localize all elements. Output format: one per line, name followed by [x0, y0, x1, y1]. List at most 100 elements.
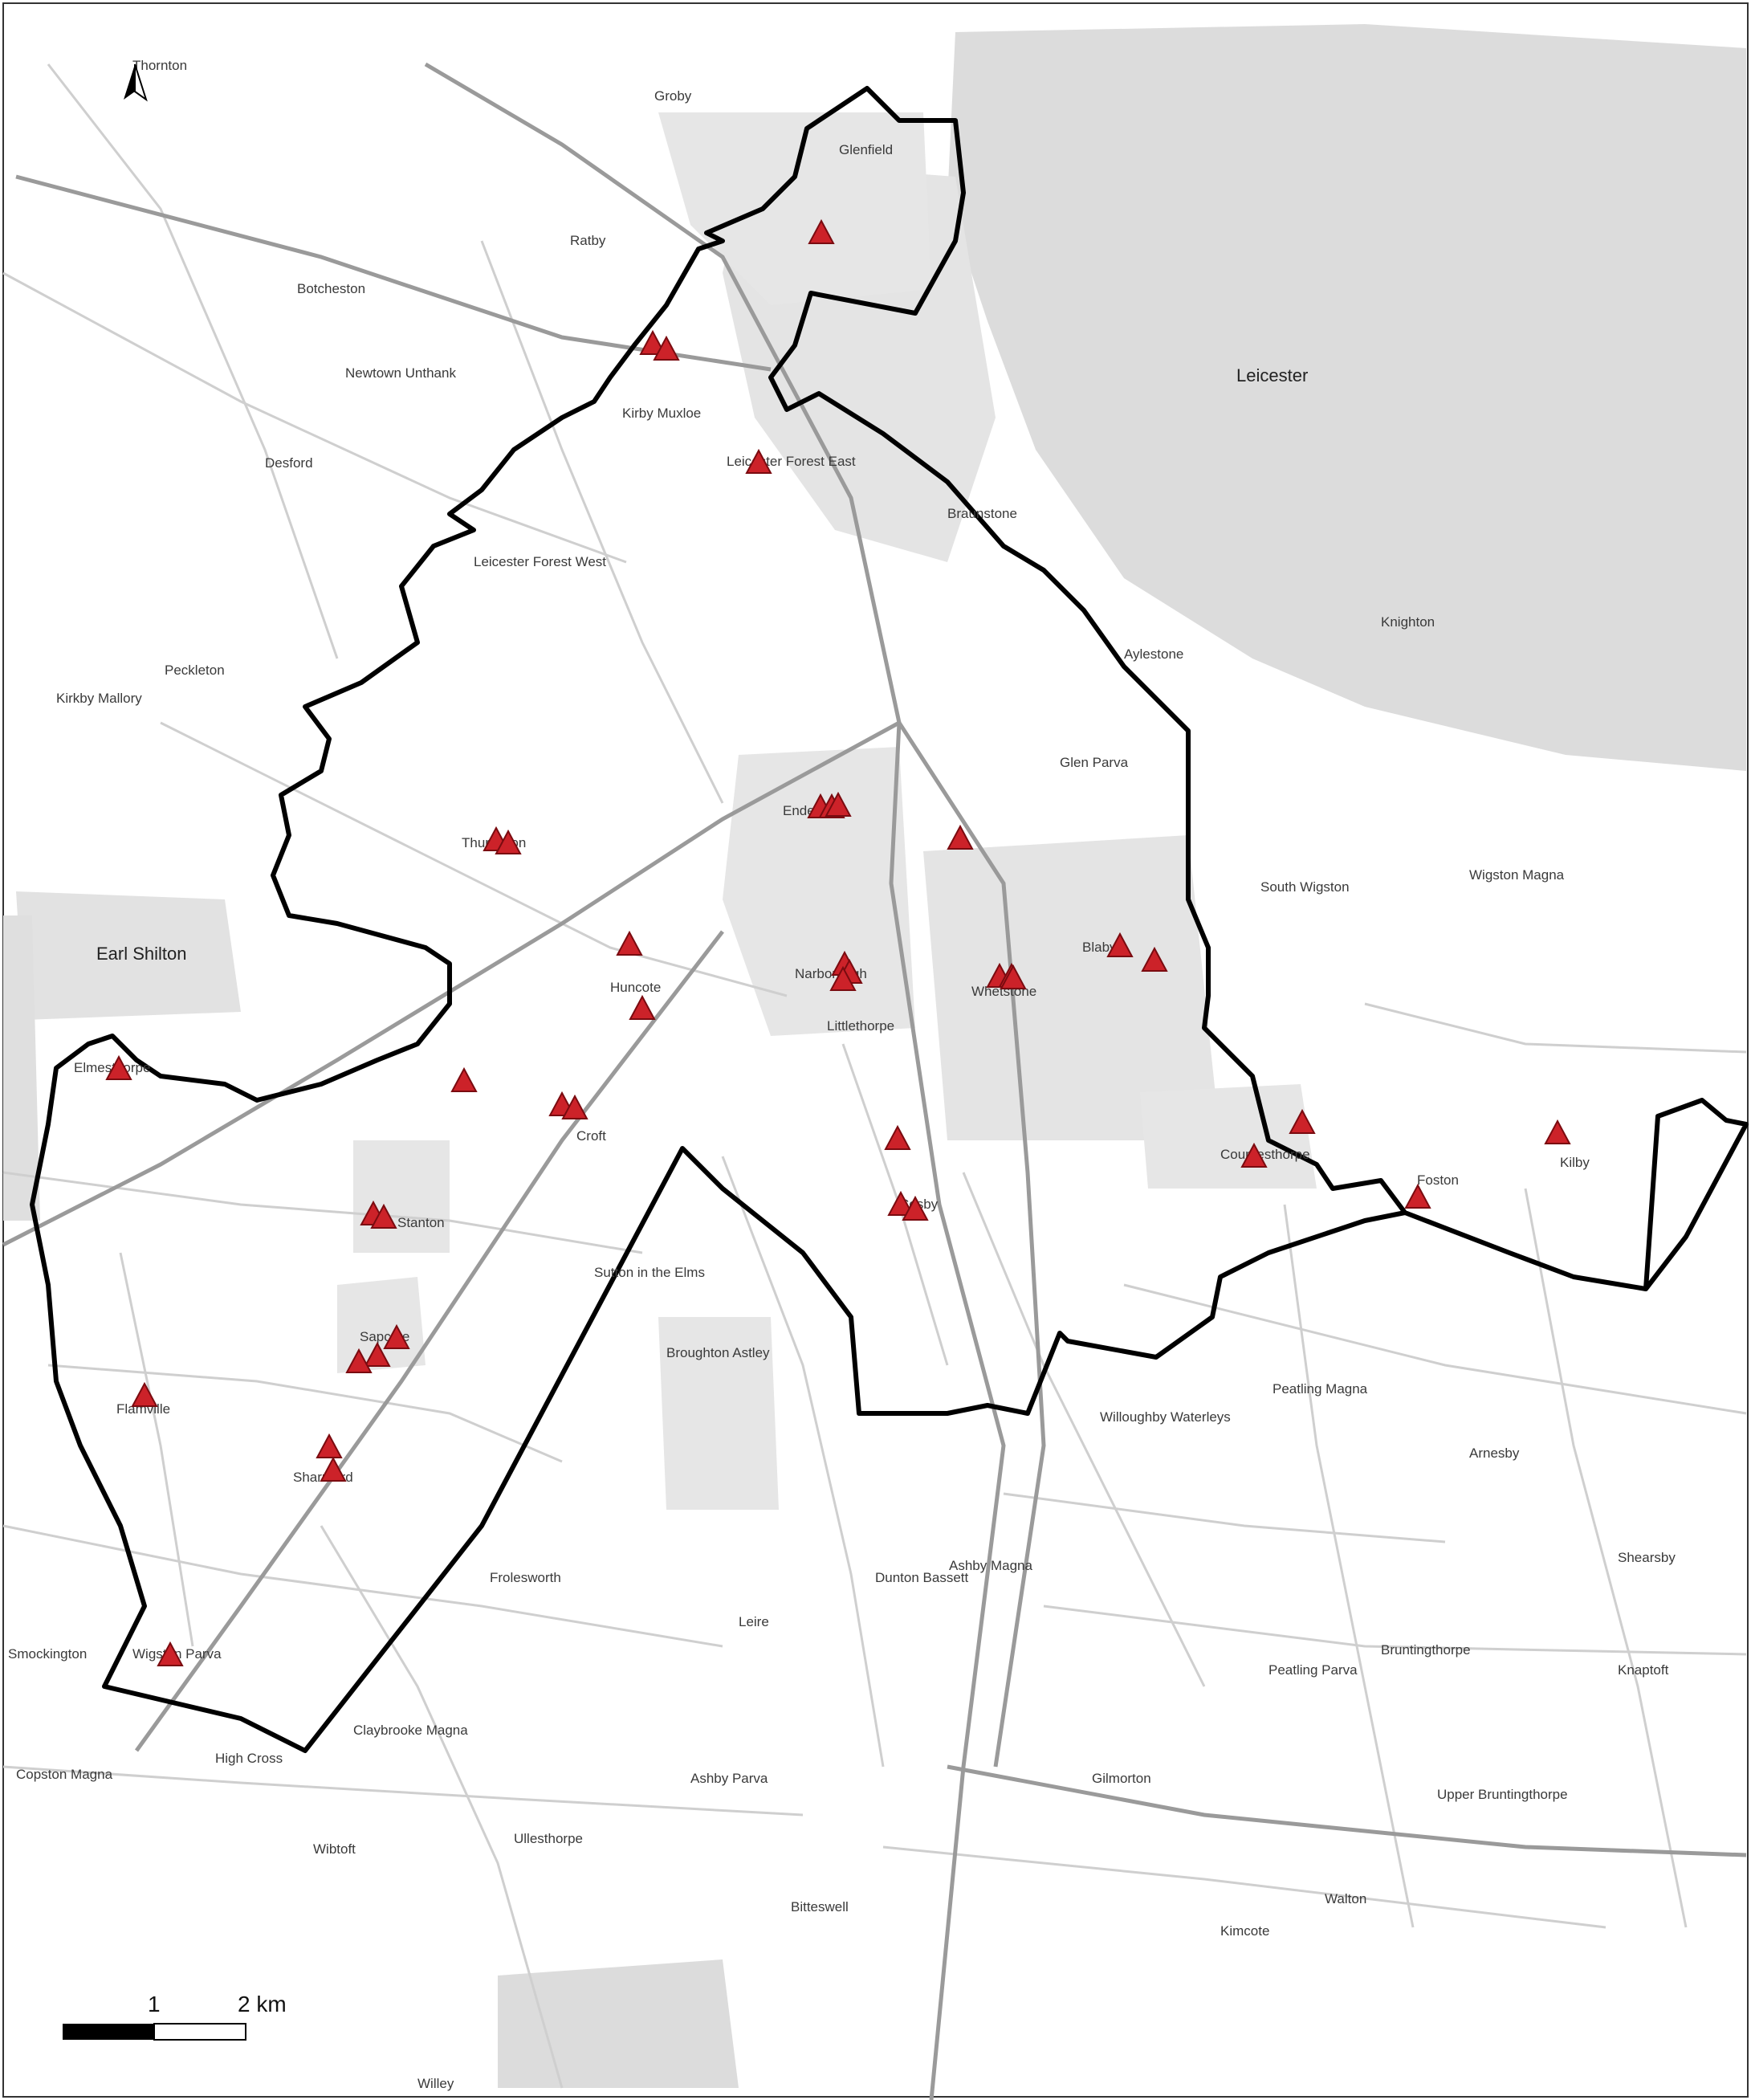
scale-bar-segment-filled: [63, 2024, 154, 2040]
label-arnesby: Arnesby: [1469, 1446, 1520, 1461]
site-markers: [105, 218, 1571, 1666]
label-bitteswell: Bitteswell: [791, 1899, 849, 1914]
label-glen-parva: Glen Parva: [1060, 755, 1129, 770]
label-leire: Leire: [739, 1614, 769, 1629]
place-labels: Leicester Earl Shilton Thornton Groby Gl…: [8, 58, 1676, 2091]
site-marker-icon: [616, 930, 643, 956]
label-huncote: Huncote: [610, 980, 661, 995]
site-marker-icon: [383, 1323, 410, 1349]
site-marker-icon: [1289, 1108, 1316, 1134]
label-ullesthorpe: Ullesthorpe: [514, 1831, 583, 1846]
site-marker-icon: [639, 329, 666, 355]
label-wigston-magna: Wigston Magna: [1469, 867, 1565, 883]
label-desford: Desford: [265, 455, 313, 471]
label-littlethorpe: Littlethorpe: [827, 1018, 894, 1034]
site-marker-icon: [887, 1190, 914, 1216]
scale-bar: 1 2 km: [63, 1992, 287, 2041]
site-marker-icon: [884, 1124, 911, 1150]
label-sutton-in-the-elms: Sutton in the Elms: [594, 1265, 705, 1280]
urban-groby-glenfield: [658, 112, 931, 305]
label-foston: Foston: [1417, 1172, 1459, 1188]
district-boundary: [30, 86, 1749, 1753]
label-walton: Walton: [1325, 1891, 1366, 1906]
urban-hinckley: [3, 915, 40, 1221]
label-knighton: Knighton: [1381, 614, 1435, 630]
site-marker-icon: [629, 994, 656, 1020]
label-upper-bruntingthorpe: Upper Bruntingthorpe: [1437, 1787, 1568, 1802]
site-marker-icon: [320, 1456, 347, 1482]
label-peatling-parva: Peatling Parva: [1268, 1662, 1358, 1678]
label-willoughby-waterleys: Willoughby Waterleys: [1100, 1409, 1231, 1425]
site-marker-icon: [947, 824, 974, 850]
site-marker-icon: [561, 1094, 588, 1119]
label-smockington: Smockington: [8, 1646, 87, 1662]
site-marker-icon: [653, 335, 680, 361]
label-frolesworth: Frolesworth: [490, 1570, 561, 1585]
label-earl-shilton: Earl Shilton: [96, 944, 187, 964]
label-thornton: Thornton: [132, 58, 187, 73]
m1-motorway: [424, 62, 1006, 2100]
site-marker-icon: [450, 1066, 478, 1092]
label-croft: Croft: [576, 1128, 606, 1144]
scale-bar-label-1: 1: [148, 1992, 161, 2016]
label-aylestone: Aylestone: [1124, 646, 1183, 662]
label-newtown-unthank: Newtown Unthank: [345, 365, 456, 381]
a5-road: [134, 930, 724, 1752]
label-braunstone: Braunstone: [947, 506, 1017, 521]
site-marker-icon: [902, 1195, 929, 1221]
a426-road: [897, 721, 1046, 1768]
urban-lutterworth: [498, 1959, 739, 2088]
urban-areas: [3, 24, 1746, 2088]
label-countesthorpe: Countesthorpe: [1220, 1147, 1310, 1162]
label-broughton-astley: Broughton Astley: [666, 1345, 770, 1360]
urban-earl-shilton: [16, 891, 241, 1020]
urban-blaby-whetstone: [923, 835, 1220, 1140]
label-ashby-parva: Ashby Parva: [690, 1771, 768, 1786]
site-marker-icon: [829, 965, 857, 991]
site-marker-icon: [1544, 1119, 1571, 1144]
site-marker-icon: [370, 1203, 397, 1229]
label-south-wigston: South Wigston: [1260, 879, 1350, 895]
site-marker-icon: [345, 1348, 373, 1373]
site-marker-icon: [495, 829, 522, 854]
site-marker-icon: [364, 1341, 391, 1367]
site-marker-icon: [1240, 1142, 1268, 1168]
label-leicester-forest-east: Leicester Forest East: [727, 454, 856, 469]
label-peatling-magna: Peatling Magna: [1273, 1381, 1368, 1397]
label-wigston-parva: Wigston Parva: [132, 1646, 222, 1662]
label-kimcote: Kimcote: [1220, 1923, 1269, 1939]
site-marker-icon: [316, 1433, 343, 1458]
label-blaby: Blaby: [1082, 940, 1117, 955]
label-knaptoft: Knaptoft: [1618, 1662, 1669, 1678]
label-peckleton: Peckleton: [165, 663, 225, 678]
label-leicester: Leicester: [1236, 365, 1308, 385]
label-botcheston: Botcheston: [297, 281, 365, 296]
label-dunton-bassett: Dunton Bassett: [875, 1570, 969, 1585]
scale-bar-segment-empty: [153, 2023, 246, 2041]
label-ashby-magna: Ashby Magna: [949, 1558, 1032, 1573]
site-marker-icon: [1404, 1183, 1431, 1209]
label-copston-magna: Copston Magna: [16, 1767, 113, 1782]
label-high-cross: High Cross: [215, 1751, 283, 1766]
label-ratby: Ratby: [570, 233, 606, 248]
site-marker-icon: [105, 1054, 132, 1080]
urban-broughton-astley: [658, 1317, 779, 1510]
label-kirkby-mallory: Kirkby Mallory: [56, 691, 142, 706]
north-arrow-icon: [124, 63, 148, 102]
label-kirby-muxloe: Kirby Muxloe: [622, 406, 701, 421]
urban-countesthorpe: [1140, 1084, 1317, 1189]
label-stoney-stanton: Stanton: [397, 1215, 445, 1230]
site-marker-icon: [745, 448, 772, 474]
site-marker-icon: [1106, 932, 1134, 957]
a4304-road: [947, 1764, 1747, 1857]
label-leicester-forest-west: Leicester Forest West: [474, 554, 606, 569]
label-shearsby: Shearsby: [1618, 1550, 1676, 1565]
label-bruntingthorpe: Bruntingthorpe: [1381, 1642, 1471, 1658]
urban-leicester: [947, 24, 1746, 771]
site-marker-icon: [131, 1381, 158, 1407]
label-wibtoft: Wibtoft: [313, 1841, 356, 1857]
label-groby: Groby: [654, 88, 692, 104]
label-kilby: Kilby: [1560, 1155, 1590, 1170]
urban-enderby-narborough: [723, 747, 915, 1036]
